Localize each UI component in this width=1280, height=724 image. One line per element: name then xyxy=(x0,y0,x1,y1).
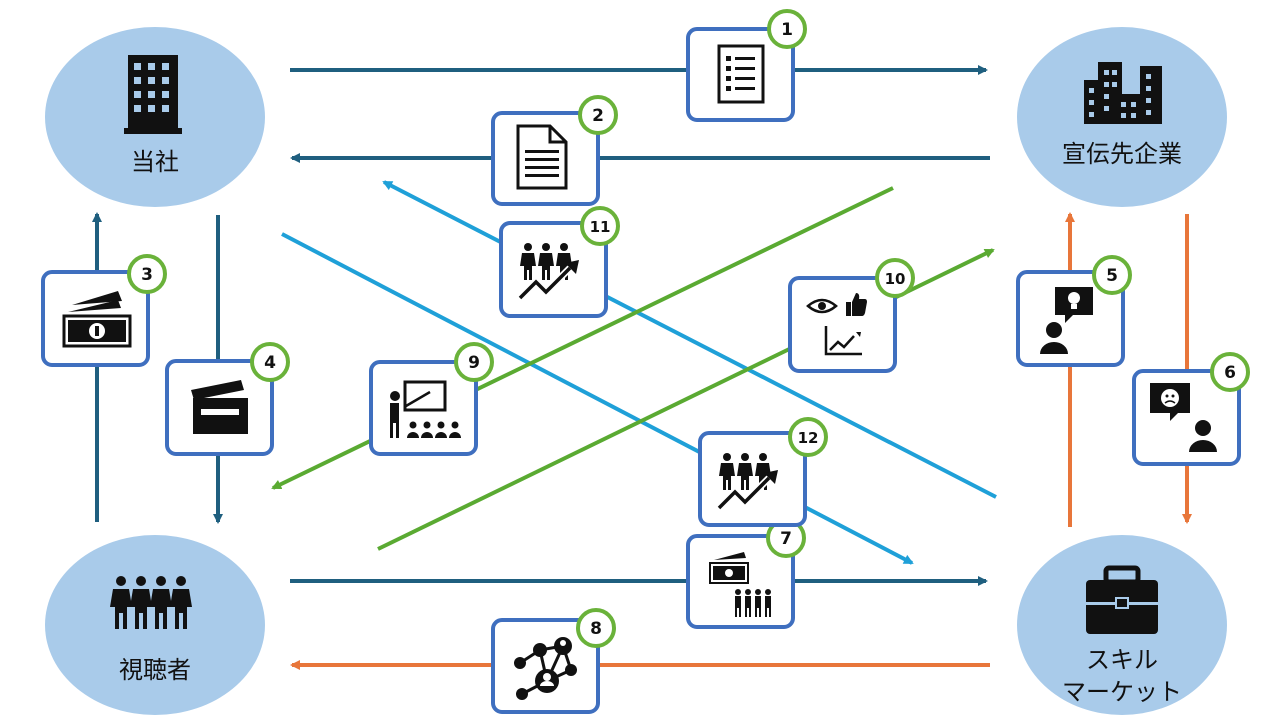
badge-5-label: 5 xyxy=(1106,266,1118,286)
flow-card-12: 12 xyxy=(698,417,828,527)
badge-3-label: 3 xyxy=(141,265,153,285)
badge-9-label: 9 xyxy=(468,353,480,373)
people-group-icon xyxy=(110,576,192,629)
badge-11-label: 11 xyxy=(590,218,611,236)
flow-card-4: 4 xyxy=(165,342,290,456)
network-icon xyxy=(514,637,577,700)
arrow-skill-market-to-company xyxy=(382,180,997,499)
view-like-chart-icon xyxy=(806,293,867,356)
skill-market-label-line2: マーケット xyxy=(1062,678,1182,706)
badge-8-label: 8 xyxy=(590,619,602,639)
badge-11 xyxy=(580,206,620,246)
flow-card-1: 1 xyxy=(686,9,807,122)
company-label: 当社 xyxy=(131,148,179,176)
badge-4 xyxy=(250,342,290,382)
skill-market-label-line1: スキル xyxy=(1086,646,1158,674)
flow-card-2: 2 xyxy=(491,95,618,206)
badge-12-label: 12 xyxy=(798,429,819,447)
badge-2-label: 2 xyxy=(592,106,604,126)
badge-1-label: 1 xyxy=(781,20,793,40)
advertiser-label: 宣伝先企業 xyxy=(1062,140,1182,168)
flow-card-3: 3 xyxy=(41,254,167,367)
city-buildings-icon xyxy=(1084,62,1162,124)
badge-5 xyxy=(1092,255,1132,295)
cash-people-icon xyxy=(709,552,771,617)
badge-8 xyxy=(576,608,616,648)
clapperboard-icon xyxy=(191,380,248,434)
flow-card-11: 11 xyxy=(499,206,620,318)
presentation-icon xyxy=(390,380,461,438)
flow-card-6: 6 xyxy=(1132,352,1250,466)
viewers-label: 視聴者 xyxy=(119,656,191,684)
checklist-icon xyxy=(717,44,765,104)
badge-9 xyxy=(454,342,494,382)
badge-6 xyxy=(1210,352,1250,392)
complaint-person-icon xyxy=(1150,383,1217,452)
badge-6-label: 6 xyxy=(1224,363,1236,383)
flow-card-9: 9 xyxy=(369,342,494,456)
flow-card-10: 10 xyxy=(788,258,915,373)
badge-12 xyxy=(788,417,828,457)
idea-person-icon xyxy=(1040,287,1093,354)
cash-icon xyxy=(62,291,132,348)
flow-card-8: 8 xyxy=(491,608,616,714)
flow-card-5: 5 xyxy=(1016,255,1132,367)
badge-10 xyxy=(875,258,915,298)
badge-4-label: 4 xyxy=(264,353,276,373)
group-growth-icon xyxy=(517,243,579,301)
group-growth-icon xyxy=(716,453,778,511)
flow-card-7: 7 xyxy=(686,518,806,629)
document-icon xyxy=(516,124,568,190)
badge-7-label: 7 xyxy=(780,529,792,549)
badge-10-label: 10 xyxy=(885,270,906,288)
briefcase-icon xyxy=(1086,565,1158,634)
office-building-icon xyxy=(124,55,182,134)
badge-1 xyxy=(767,9,807,49)
badge-2 xyxy=(578,95,618,135)
badge-3 xyxy=(127,254,167,294)
